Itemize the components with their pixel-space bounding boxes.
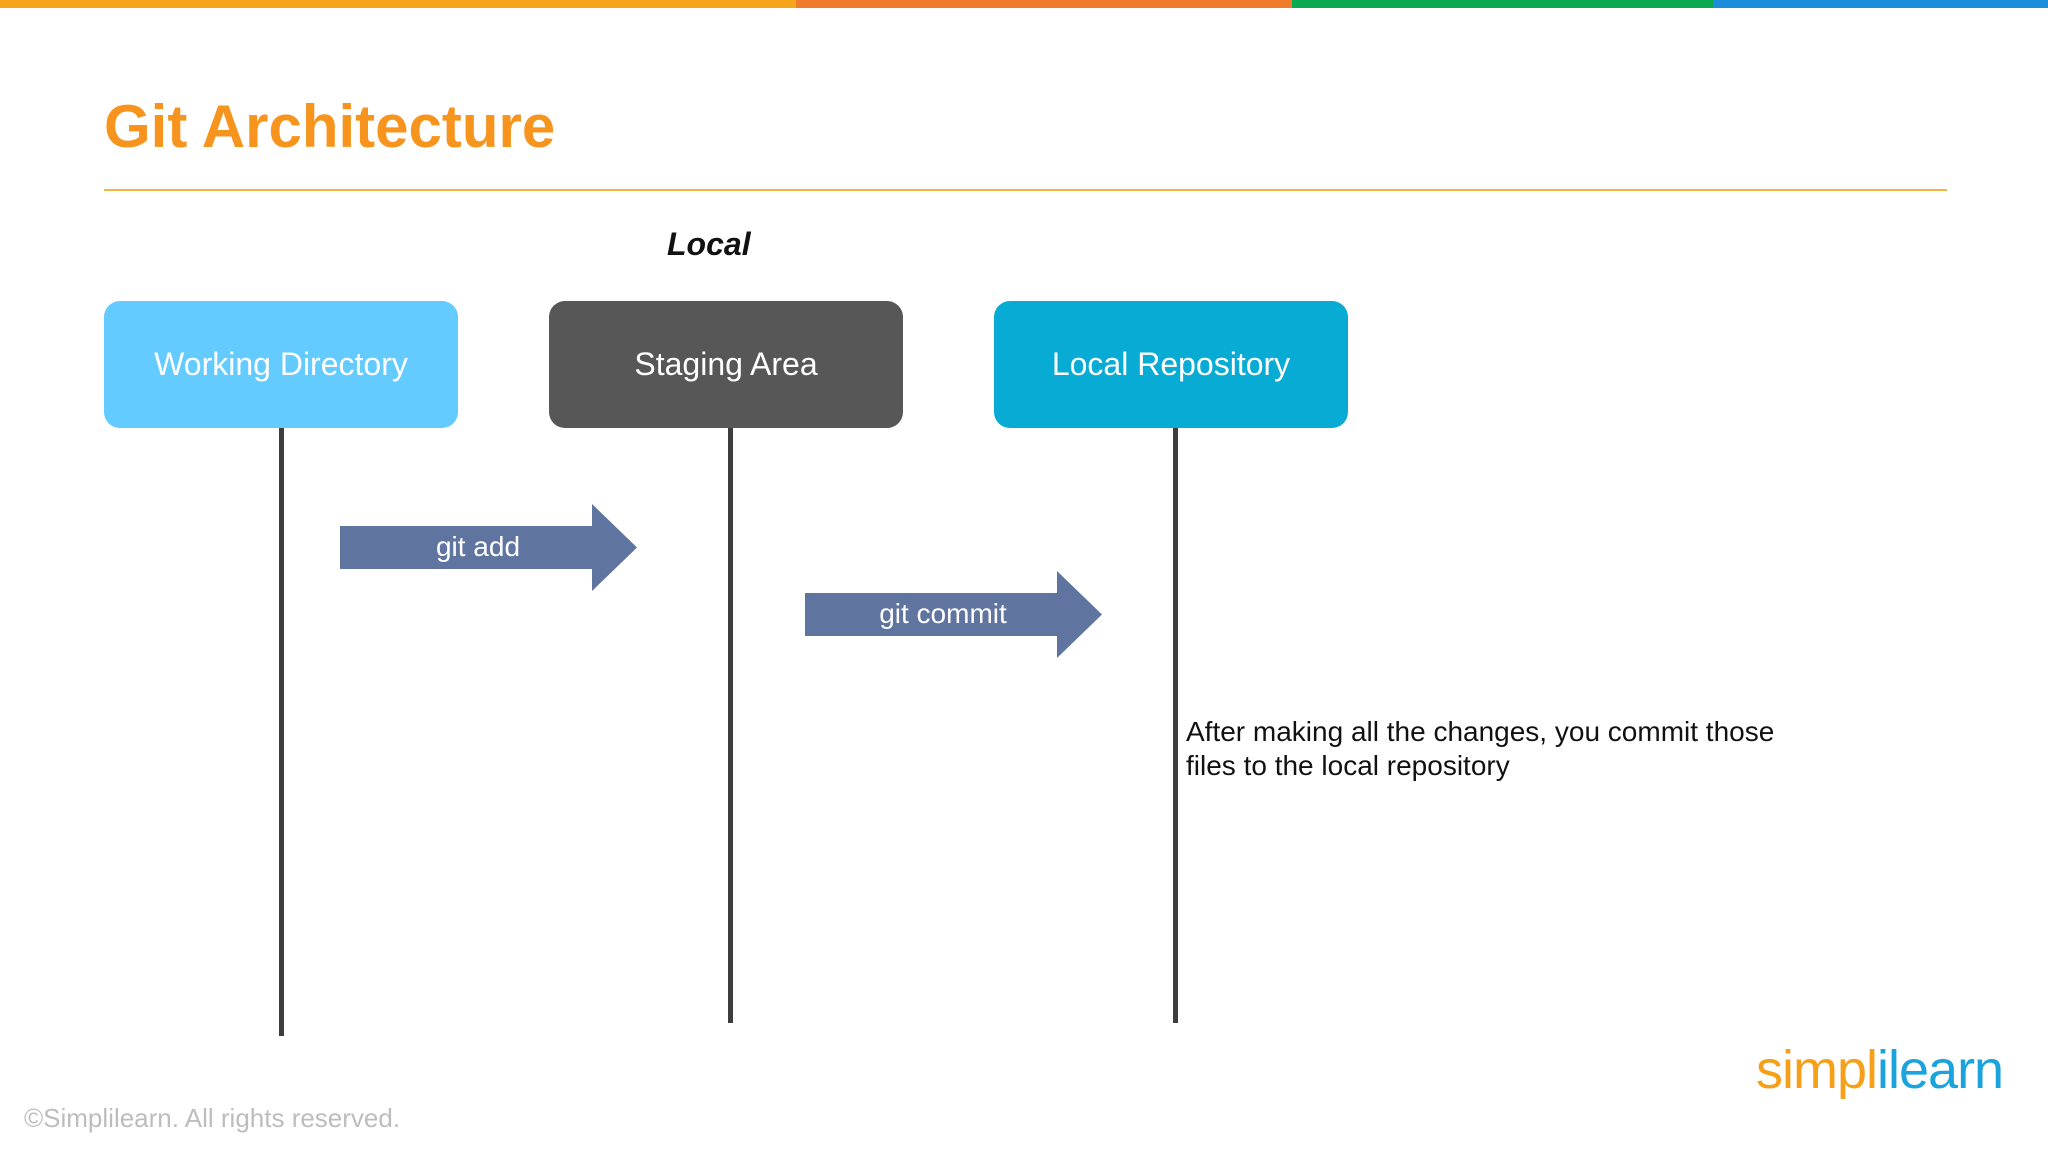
staging-area-label: Staging Area: [634, 346, 818, 382]
git-commit-label: git commit: [879, 598, 1007, 629]
title-divider: [104, 189, 1947, 191]
arrow-right-icon: [340, 504, 637, 591]
staging-area-lifeline: [728, 428, 733, 1023]
top-color-bar: [0, 0, 2048, 8]
top-bar-segment-dark-orange: [796, 0, 1292, 8]
git-add-label: git add: [435, 531, 521, 562]
working-directory-label: Working Directory: [154, 346, 408, 382]
local-repository-label: Local Repository: [1051, 346, 1291, 382]
simplilearn-logo: simplilearn: [1756, 1040, 2004, 1100]
section-label-local: Local: [667, 226, 751, 262]
local-repository-box: Local Repository: [994, 301, 1348, 428]
copyright-notice: ©Simplilearn. All rights reserved.: [24, 1103, 401, 1133]
top-bar-segment-blue: [1713, 0, 2048, 8]
top-bar-segment-orange: [0, 0, 796, 8]
git-add-arrow: git add: [340, 504, 637, 591]
local-repository-lifeline: [1173, 428, 1178, 1023]
logo-part-simpl: simpl: [1756, 1040, 1878, 1100]
working-directory-box: Working Directory: [104, 301, 458, 428]
logo-part-ilearn: ilearn: [1877, 1040, 2004, 1100]
working-directory-lifeline: [279, 428, 284, 1036]
arrow-right-icon: [805, 571, 1102, 658]
git-commit-arrow: git commit: [805, 571, 1102, 658]
staging-area-box: Staging Area: [549, 301, 903, 428]
commit-explanation-text: After making all the changes, you commit…: [1186, 716, 1775, 781]
top-bar-segment-green: [1292, 0, 1713, 8]
slide-title: Git Architecture: [104, 93, 556, 160]
